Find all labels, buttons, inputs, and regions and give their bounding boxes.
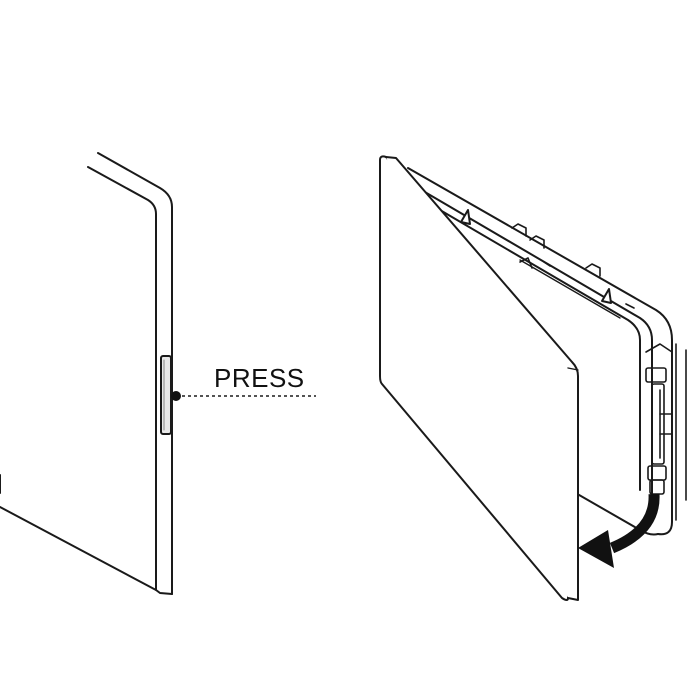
cover-panel-open bbox=[379, 155, 579, 601]
curved-arrow-icon bbox=[578, 493, 660, 568]
cover-front-face bbox=[0, 166, 157, 591]
cover-side-edge bbox=[155, 589, 173, 595]
closed-cover-illustration bbox=[0, 152, 173, 595]
open-cover-illustration bbox=[379, 155, 687, 601]
alignment-mark-top bbox=[460, 209, 471, 225]
release-button bbox=[160, 355, 172, 435]
dot-icon bbox=[171, 391, 181, 401]
alignment-mark-right bbox=[601, 288, 612, 304]
latch-mechanism bbox=[645, 343, 687, 521]
press-callout: PRESS bbox=[171, 363, 316, 401]
cover-panel-edge bbox=[385, 156, 579, 601]
press-label: PRESS bbox=[214, 363, 305, 393]
mounting-frame bbox=[407, 167, 687, 536]
